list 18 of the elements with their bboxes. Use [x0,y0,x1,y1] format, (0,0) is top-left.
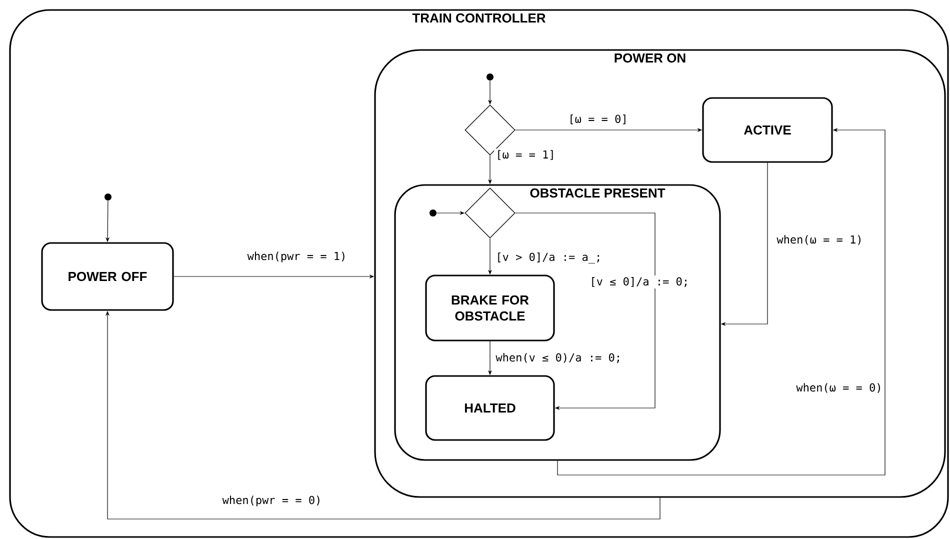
transition-label: when(ω = = 1) [775,234,864,246]
transition-label: when(pwr = = 0) [220,494,324,508]
initial-state-dot [104,194,112,200]
state-box: BRAKE FOR OBSTACLE [425,274,555,342]
initial-state-dot [486,74,494,80]
transition-label: [v > 0]/a := a_; [494,251,604,265]
state-box: HALTED [425,375,555,441]
transition-label: [ω = = 0] [566,113,630,126]
state-box: POWER OFF [41,242,174,311]
state-box: ACTIVE [702,97,833,163]
transition-arrow [515,212,656,410]
choice-diamond [464,188,516,238]
transition-label: when(ω = = 0) [794,382,884,394]
initial-state-dot [430,210,436,216]
transition-label: [v ≤ 0]/a := 0; [588,276,691,288]
transition-label: when(v ≤ 0)/a := 0; [494,352,624,364]
transition-label: [ω = = 1] [494,148,557,162]
transition-label: when(pwr = = 1) [246,250,348,264]
